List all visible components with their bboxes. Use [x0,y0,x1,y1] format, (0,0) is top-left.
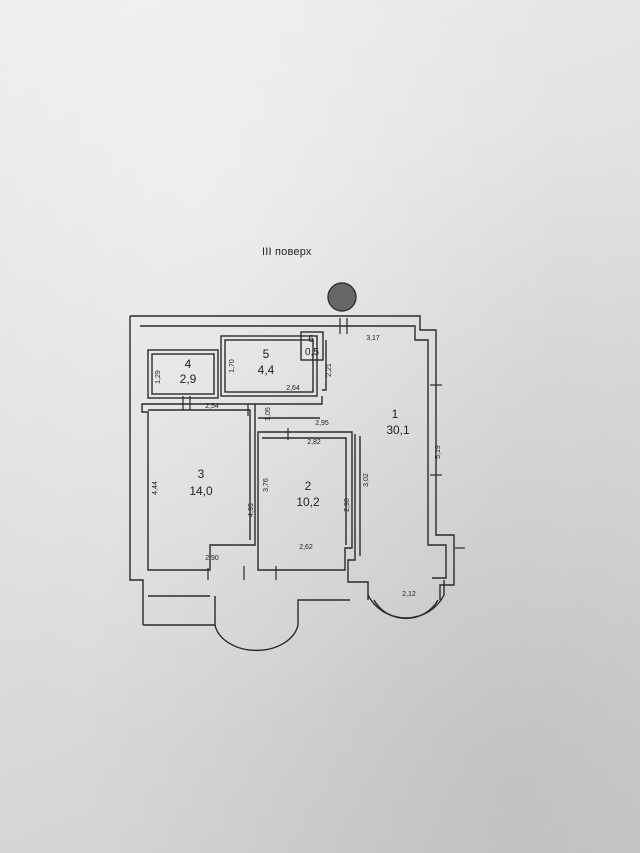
riser-circle [327,282,357,312]
dim-2-90-horizontal: 2,90 [205,555,219,562]
dim-4-44: 4,44 [152,481,159,495]
dim-1-05: 1,05 [265,407,272,421]
inner-wall-line [140,325,447,579]
dim-3-02: 3,02 [363,473,370,487]
room-5-walls [220,335,318,397]
room-1-area: 30,1 [386,423,410,437]
room-5-area: 4,4 [258,363,275,377]
dim-2-64: 2,64 [286,385,300,392]
room-6-number: 6 [308,334,314,345]
bay-window [367,580,445,619]
dim-1-29: 1,29 [155,370,162,384]
room-5-number: 5 [263,347,270,361]
room-2-walls [257,431,353,571]
dim-2-62: 2,62 [299,544,313,551]
floor-title: III поверх [262,246,312,258]
room-2-area: 10,2 [296,495,320,509]
dim-5-19: 5,19 [435,445,442,459]
dim-2-54: 2,54 [205,403,219,410]
dim-2-90-vertical: 2,90 [344,498,351,512]
dim-2-12: 2,12 [402,591,416,598]
outer-wall [129,315,455,625]
room-6-walls [300,331,324,361]
dim-3-76: 3,76 [263,478,270,492]
dim-4-93: 4,93 [248,503,255,517]
dim-1-70: 1,70 [229,359,236,373]
room-4-area: 2,9 [180,372,197,386]
dim-2-21: 2,21 [326,363,333,377]
room-3-area: 14,0 [189,484,213,498]
dim-2-82: 2,82 [307,439,321,446]
dim-3-17: 3,17 [366,335,380,342]
room-1-number: 1 [392,407,399,421]
room-1-walls [322,340,369,595]
room-4-number: 4 [185,357,192,371]
room-2-number: 2 [305,479,312,493]
balcony-outline [143,599,350,652]
room-6-area: 0,5 [305,347,319,358]
dim-2-95: 2,95 [315,420,329,427]
room-3-number: 3 [198,467,205,481]
room-3-walls [141,403,256,571]
